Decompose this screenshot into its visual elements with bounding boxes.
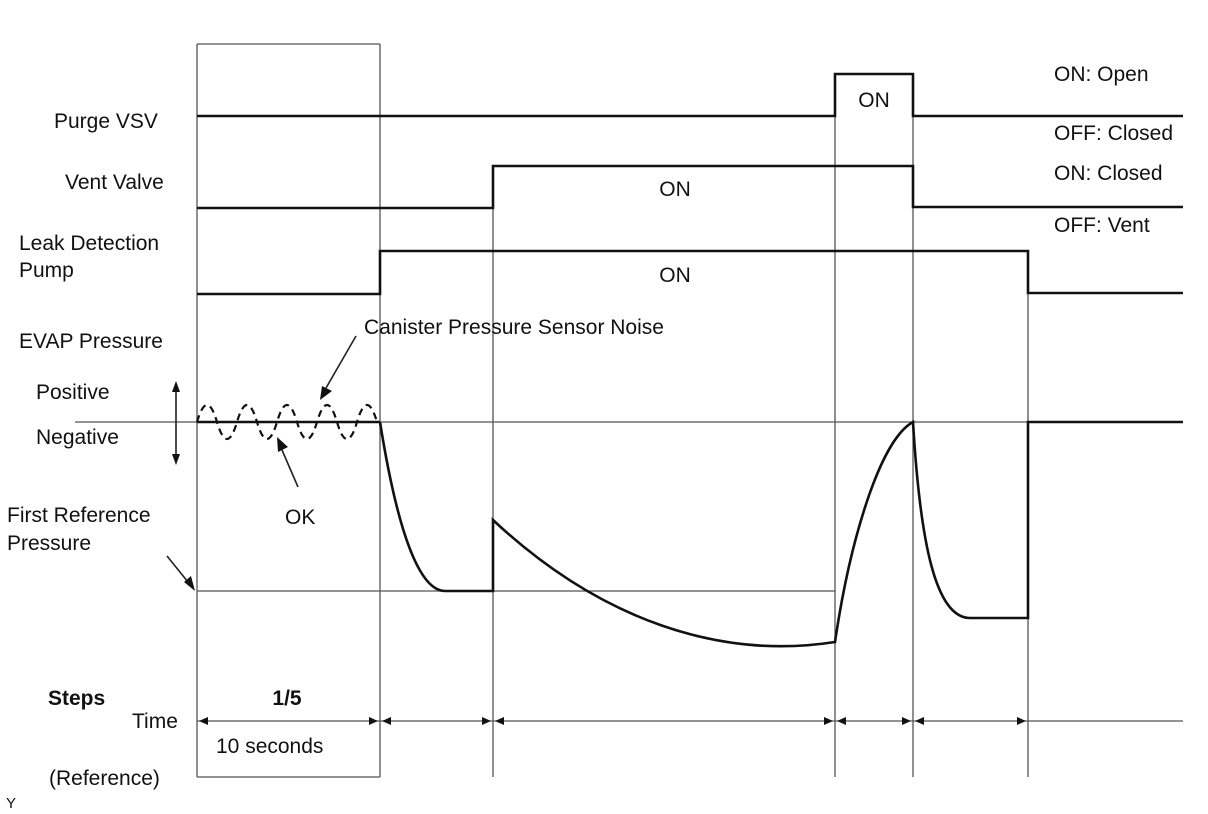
leak-pump-label-line2: Pump — [19, 259, 74, 282]
vent-off-state-label: OFF: Vent — [1054, 214, 1150, 237]
purge-off-state-label: OFF: Closed — [1054, 122, 1173, 145]
purge-on-state-label: ON: Open — [1054, 63, 1149, 86]
negative-label: Negative — [36, 426, 119, 449]
first-reference-label-line2: Pressure — [7, 532, 91, 555]
purge-vsv-label: Purge VSV — [54, 110, 158, 133]
first-reference-arrow — [166, 555, 195, 591]
step1-time-label: 10 seconds — [216, 735, 323, 758]
ok-arrow — [277, 437, 299, 488]
step1-label: 1/5 — [272, 687, 302, 710]
noise-arrow — [320, 335, 357, 400]
vent-on-state-label: ON: Closed — [1054, 162, 1163, 185]
purge-on-pulse-label: ON — [858, 89, 890, 112]
reference-label: (Reference) — [49, 767, 160, 790]
vent-valve-signal — [197, 164, 1183, 210]
ok-annotation: OK — [285, 506, 315, 529]
time-axis — [197, 717, 1183, 725]
pump-on-pulse-label: ON — [659, 264, 691, 287]
leak-pump-label-line1: Leak Detection — [19, 232, 159, 255]
purge-vsv-signal — [197, 72, 1183, 118]
noise-annotation: Canister Pressure Sensor Noise — [364, 316, 664, 339]
first-reference-label-line1: First Reference — [7, 504, 151, 527]
vent-on-pulse-label: ON — [659, 178, 691, 201]
pressure-direction-arrow — [172, 381, 180, 465]
leak-pump-signal — [197, 249, 1183, 296]
vent-valve-label: Vent Valve — [65, 171, 164, 194]
evap-pressure-curve — [197, 419, 1183, 648]
positive-label: Positive — [36, 381, 110, 404]
evap-pressure-label: EVAP Pressure — [19, 330, 163, 353]
time-label: Time — [132, 710, 178, 733]
sensor-noise-wave — [195, 403, 379, 441]
steps-label: Steps — [48, 687, 105, 710]
corner-mark: Y — [6, 795, 16, 812]
